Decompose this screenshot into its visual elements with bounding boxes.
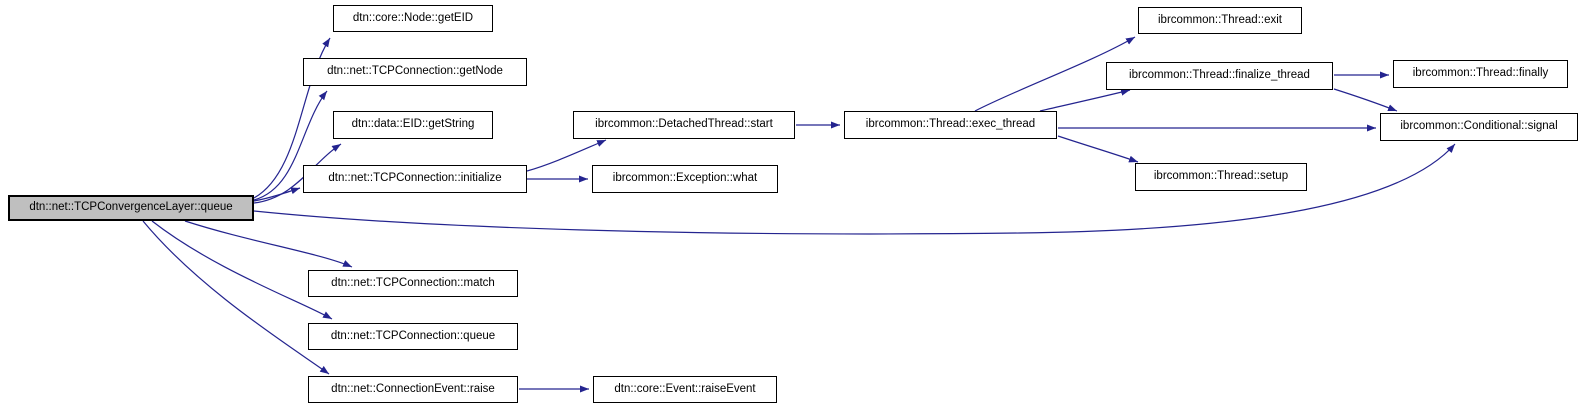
node-thread-exit[interactable]: ibrcommon::Thread::exit [1138,7,1302,34]
edge-queue-getEID [253,37,331,199]
node-node-geteid[interactable]: dtn::core::Node::getEID [333,5,493,32]
node-tcpconvergencelayer-queue: dtn::net::TCPConvergenceLayer::queue [8,195,254,221]
edge-queue-initialize [253,187,301,202]
node-conditional-signal[interactable]: ibrcommon::Conditional::signal [1380,113,1578,141]
node-connectionevent-raise[interactable]: dtn::net::ConnectionEvent::raise [308,376,518,403]
node-event-raiseevent[interactable]: dtn::core::Event::raiseEvent [593,376,777,403]
node-tcpconnection-initialize[interactable]: dtn::net::TCPConnection::initialize [303,165,527,193]
node-eid-getstring[interactable]: dtn::data::EID::getString [333,111,493,139]
node-thread-finalize-thread[interactable]: ibrcommon::Thread::finalize_thread [1106,62,1333,90]
edge-finalize_thread-signal [1333,88,1398,112]
edge-queue-match [184,220,353,268]
node-tcpconnection-getnode[interactable]: dtn::net::TCPConnection::getNode [303,58,527,86]
edge-exec_thread-finalize_thread [1039,88,1131,112]
edge-exec_thread-exit [974,36,1136,112]
node-detachedthread-start[interactable]: ibrcommon::DetachedThread::start [573,111,795,139]
edge-exec_thread-setup [1057,135,1139,163]
edge-queue-signal [253,143,1456,235]
node-tcpconnection-match[interactable]: dtn::net::TCPConnection::match [308,270,518,297]
node-exception-what[interactable]: ibrcommon::Exception::what [592,165,778,193]
node-thread-finally[interactable]: ibrcommon::Thread::finally [1393,60,1568,88]
node-thread-exec-thread[interactable]: ibrcommon::Thread::exec_thread [844,111,1057,139]
edge-queue-tcpqueue [151,220,333,320]
edge-queue-raise [142,220,330,375]
node-tcpconnection-queue[interactable]: dtn::net::TCPConnection::queue [308,323,518,350]
edge-initialize-start [526,139,607,172]
edge-queue-getNode [253,90,328,201]
node-thread-setup[interactable]: ibrcommon::Thread::setup [1135,163,1307,191]
edge-queue-getString [253,143,342,204]
